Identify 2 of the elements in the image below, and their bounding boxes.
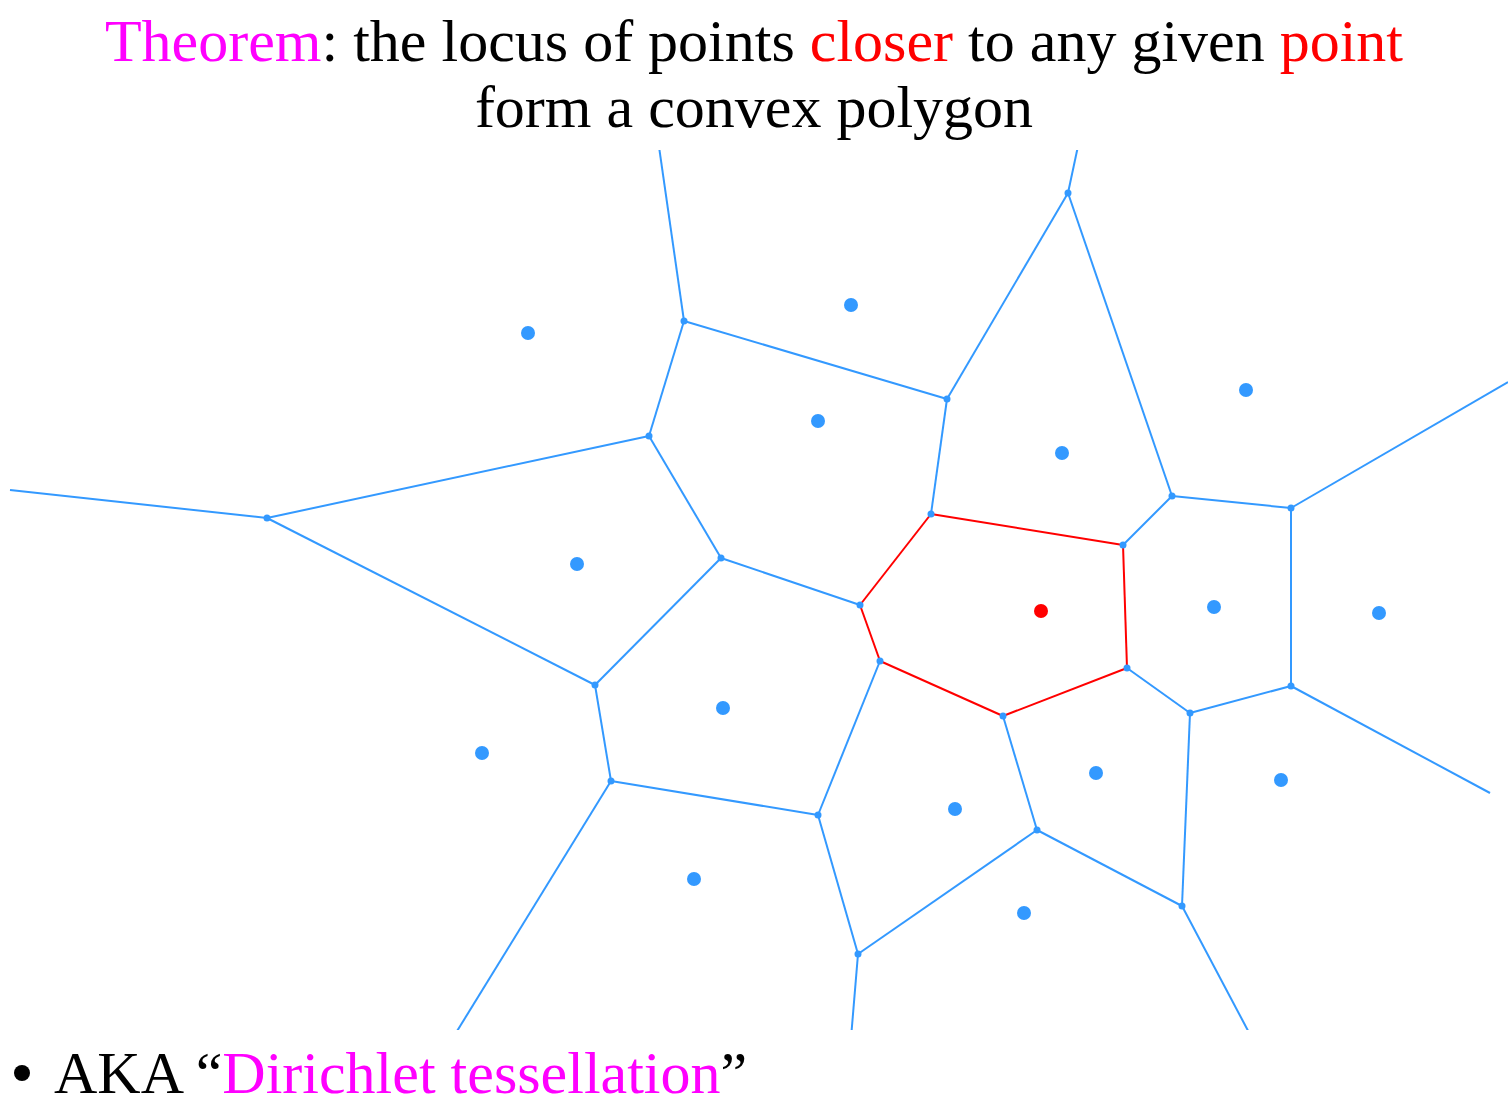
bullet-text: AKA “Dirichlet tessellation” bbox=[54, 1040, 748, 1106]
theorem-text: Theorem: the locus of points closer to any given point form a convex polygon bbox=[104, 8, 1404, 140]
